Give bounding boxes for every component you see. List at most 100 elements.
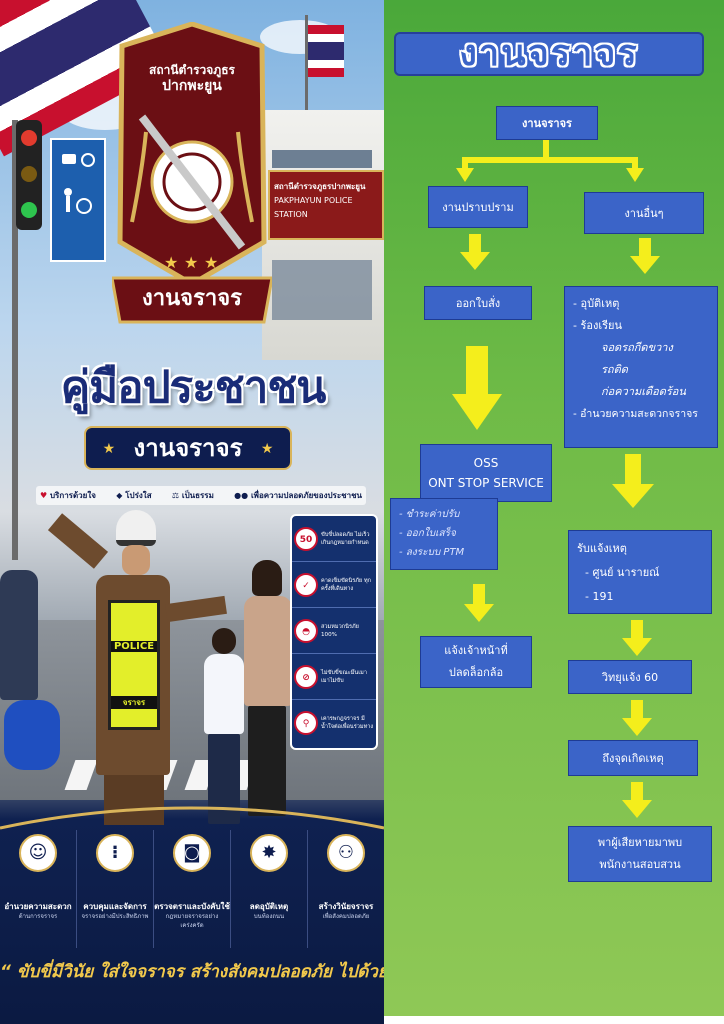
rule-text: ไม่ขับขี่ขณะมึนเมา เมาไม่ขับ <box>321 669 367 684</box>
box-other-work: งานอื่นๆ <box>584 192 704 234</box>
connector-horizontal <box>462 157 638 163</box>
service-sub: จราจรอย่างมีประสิทธิภาพ <box>81 913 149 920</box>
rule-seatbelt: ✓ คาดเข็มขัดนิรภัย ทุกครั้งที่เดินทาง <box>292 562 376 608</box>
traffic-light-icon: ⁝ <box>96 834 134 872</box>
arrow-down-icon <box>460 234 490 270</box>
badge-shield-icon: ★ ★ ★ <box>112 22 272 324</box>
officer-legs <box>104 775 164 825</box>
service-control: ⁝ ควบคุมและจัดการ จราจรอย่างมีประสิทธิภา… <box>77 830 154 948</box>
report-item: - ศูนย์ นารายณ์ <box>585 566 660 579</box>
traffic-flowchart: งานจราจร งานจราจร งานปราบปราม ออกใบสั่ง … <box>384 0 724 1016</box>
people-icon: ⚇ <box>327 834 365 872</box>
box-incident-report: รับแจ้งเหตุ - ศูนย์ นารายณ์ - 191 <box>568 530 712 614</box>
rule-text: ขับขี่ปลอดภัย ไม่เร็วเกินกฎหมายกำหนด <box>321 531 370 546</box>
values-row: ♥ บริการด้วยใจ ◆ โปร่งใส ⚖ เป็นธรรม ●● เ… <box>36 486 366 505</box>
officer-helmet <box>116 510 156 546</box>
connector-vertical <box>543 140 549 160</box>
star-icon: ★ <box>260 441 274 457</box>
motorcycle-rider <box>0 570 38 700</box>
car-bike-icon <box>62 153 95 214</box>
service-title: อำนวยความสะดวก <box>4 902 72 911</box>
box-radio-60: วิทยุแจ้ง 60 <box>568 660 692 694</box>
svg-text:★: ★ <box>204 253 218 272</box>
oss-step: - ลงระบบ PTM <box>399 547 465 558</box>
woman-hair <box>252 560 282 596</box>
service-title: ลดอุบัติเหตุ <box>249 902 289 911</box>
star-icon: ★ <box>102 441 116 457</box>
shield-icon: ◆ <box>116 491 123 500</box>
rule-no-drink: ⊘ ไม่ขับขี่ขณะมึนเมา เมาไม่ขับ <box>292 654 376 700</box>
box-bring-victim: พาผู้เสียหายมาพบ พนักงานสอบสวน <box>568 826 712 882</box>
service-title: ควบคุมและจัดการ <box>83 902 147 911</box>
value-fair: ⚖ เป็นธรรม <box>172 489 214 502</box>
people-icon: ●● <box>234 491 249 500</box>
officer-icon: ☺ <box>19 834 57 872</box>
value-label: เป็นธรรม <box>181 491 214 500</box>
notify-line: ปลดล็อกล้อ <box>448 666 504 679</box>
no-drink-icon: ⊘ <box>294 664 318 689</box>
connector-left-drop <box>462 157 468 173</box>
motorcycle <box>4 700 60 770</box>
pedestrian-icon: ⚲ <box>294 711 318 735</box>
woman-trousers <box>248 706 286 816</box>
vest-label: POLICE <box>111 641 157 652</box>
seatbelt-icon: ✓ <box>294 572 318 597</box>
oss-step: - ออกใบเสร็จ <box>399 528 456 539</box>
service-title: สร้างวินัยจราจร <box>318 902 374 911</box>
rule-text: สวมหมวกนิรภัย 100% <box>321 623 359 638</box>
badge-station-name: สถานีตำรวจภูธร ปากพะยูน <box>112 62 272 94</box>
heart-icon: ♥ <box>40 491 48 500</box>
flowchart-header: งานจราจร <box>394 32 704 76</box>
service-reduce-accidents: ✸ ลดอุบัติเหตุ บนท้องถนน <box>231 830 308 948</box>
service-sub: ด้านการจราจร <box>18 913 58 920</box>
vest-sublabel: จราจร <box>111 696 157 709</box>
svg-text:★: ★ <box>164 253 178 272</box>
box-notify-officer: แจ้งเจ้าหน้าที่ ปลดล็อกล้อ <box>420 636 532 688</box>
badge-line-2: ปากพะยูน <box>162 78 222 94</box>
service-sub: กฎหมายจราจรอย่างเคร่งครัด <box>165 913 219 929</box>
main-title: คู่มือประชาชน <box>60 362 327 413</box>
officer-face <box>122 545 150 575</box>
child <box>204 654 244 734</box>
arrow-down-icon <box>464 584 494 622</box>
safety-rules-panel: 50 ขับขี่ปลอดภัย ไม่เร็วเกินกฎหมายกำหนด … <box>290 514 378 750</box>
final-line: พาผู้เสียหายมาพบ <box>597 836 683 849</box>
notify-line: แจ้งเจ้าหน้าที่ <box>444 644 508 657</box>
rule-text: คาดเข็มขัดนิรภัย ทุกครั้งที่เดินทาง <box>321 577 372 592</box>
connector-right-drop <box>632 157 638 173</box>
box-suppression: งานปราบปราม <box>428 186 528 228</box>
rule-helmet: ◓ สวมหมวกนิรภัย 100% <box>292 608 376 654</box>
traffic-light-icon <box>16 120 42 230</box>
other-item-accident: - อุบัติเหตุ <box>573 297 620 310</box>
service-discipline: ⚇ สร้างวินัยจราจร เพื่อสังคมปลอดภัย <box>308 830 384 948</box>
officer-raised-arm <box>47 513 109 569</box>
station-sign-english: PAKPHAYUN POLICE STATION <box>274 196 353 219</box>
poster: สถานีตำรวจภูธรปากพะยูน PAKPHAYUN POLICE … <box>0 0 384 1024</box>
police-badge: ★ ★ ★ สถานีตำรวจภูธร ปากพะยูน งานจราจร <box>112 22 272 332</box>
badge-banner: งานจราจร <box>142 286 242 311</box>
value-label: บริการด้วยใจ <box>49 491 96 500</box>
rule-text: เคารพกฎจราจร มีน้ำใจต่อเพื่อนร่วมทาง <box>321 716 374 730</box>
complaint-sub-item: จอดรถกีดขวาง <box>601 341 673 354</box>
value-label: โปร่งใส <box>125 491 152 500</box>
report-item: - 191 <box>585 590 614 603</box>
final-line: พนักงานสอบสวน <box>599 858 681 871</box>
scales-icon: ⚖ <box>171 491 180 500</box>
helmet-icon: ◓ <box>294 618 318 643</box>
oss-step: - ชำระค่าปรับ <box>399 509 460 520</box>
complaint-sub-item: รถติด <box>601 363 628 376</box>
services-row: ☺ อำนวยความสะดวก ด้านการจราจร ⁝ ควบคุมแล… <box>0 830 384 948</box>
camera-icon: ◙ <box>173 834 211 872</box>
station-sign-thai: สถานีตำรวจภูธรปากพะยูน <box>274 182 366 191</box>
rule-speed: 50 ขับขี่ปลอดภัย ไม่เร็วเกินกฎหมายกำหนด <box>292 516 376 562</box>
arrow-down-icon <box>630 238 660 274</box>
box-other-work-list: - อุบัติเหตุ - ร้องเรียน จอดรถกีดขวาง รถ… <box>564 286 718 448</box>
station-sign: สถานีตำรวจภูธรปากพะยูน PAKPHAYUN POLICE … <box>268 170 384 240</box>
service-title: ตรวจตราและบังคับใช้ <box>154 902 230 911</box>
thai-flag-small <box>308 25 344 77</box>
crash-icon: ✸ <box>250 834 288 872</box>
arrow-down-icon <box>612 454 654 508</box>
box-ticket: ออกใบสั่ง <box>424 286 532 320</box>
officer-vest: POLICE จราจร <box>108 600 160 730</box>
oss-subtitle: ONT STOP SERVICE <box>428 476 544 490</box>
